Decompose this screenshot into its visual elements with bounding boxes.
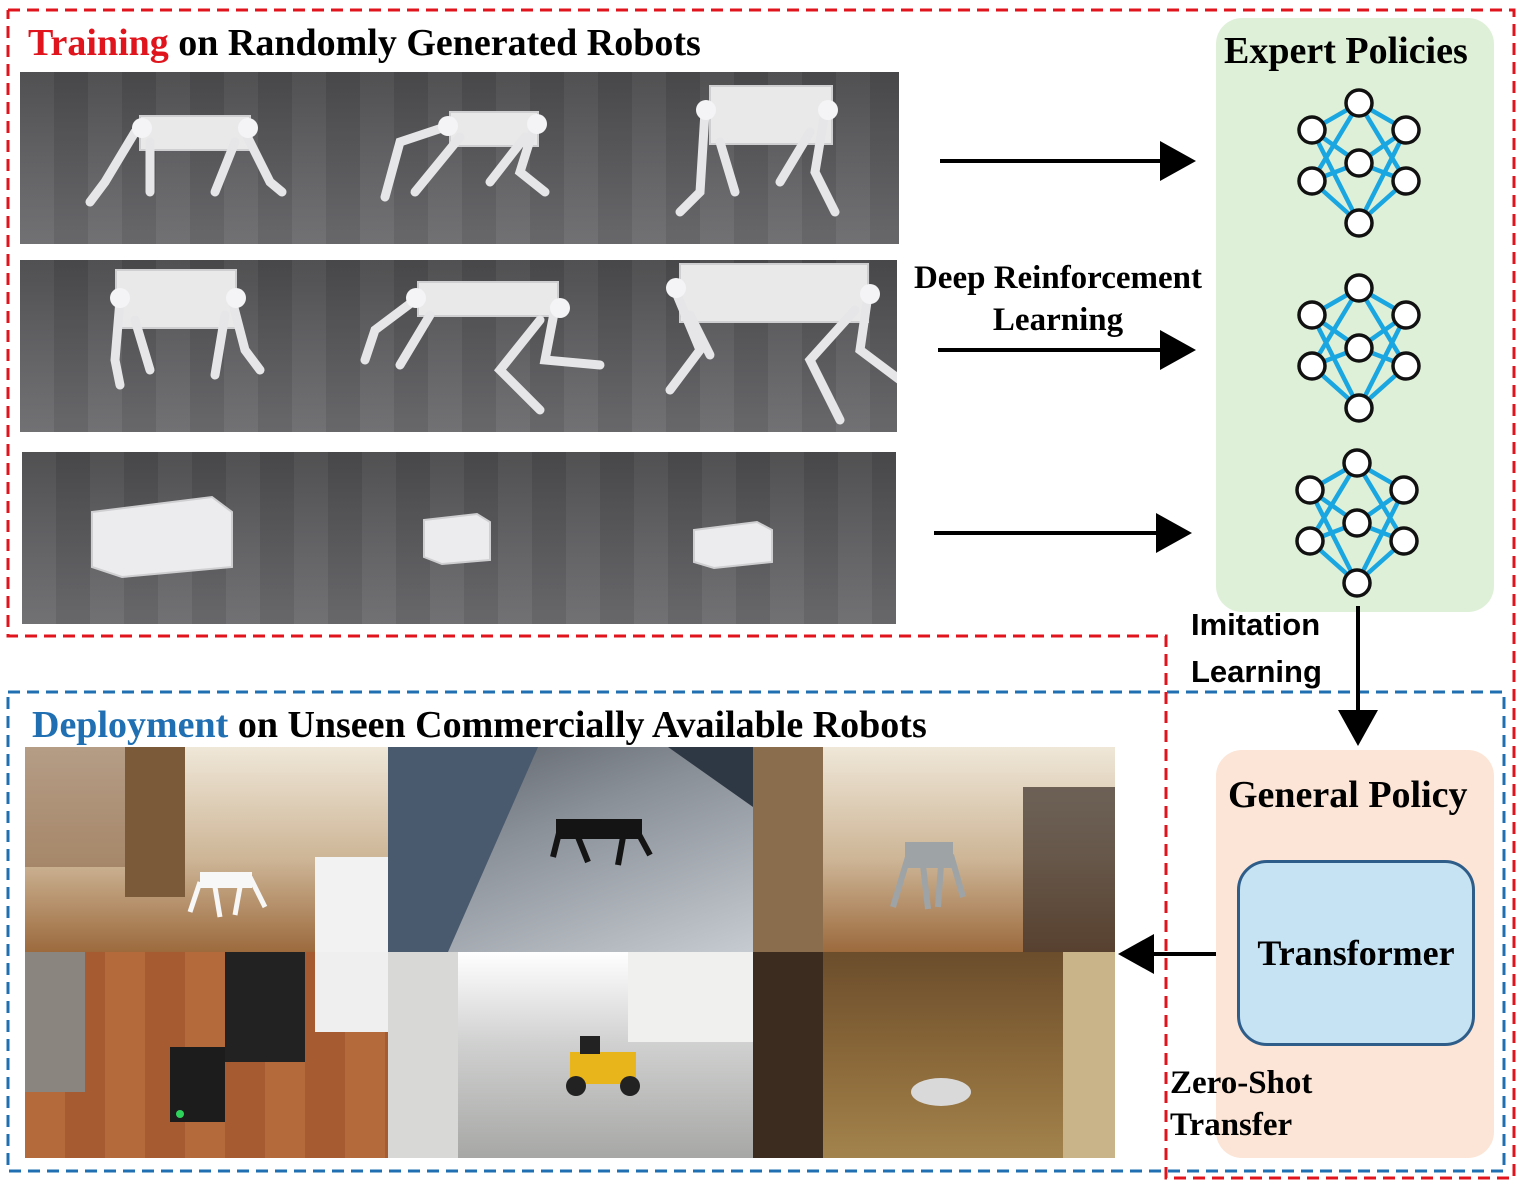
- expert-policies-label: Expert Policies: [1224, 30, 1468, 72]
- simulated-legged-robots-row-1: [85, 85, 840, 217]
- deployment-photo-6: [753, 952, 1115, 1158]
- general-policy-label: General Policy: [1228, 774, 1468, 816]
- robot-vacuum-photo: [753, 952, 1115, 1158]
- training-title: Training on Randomly Generated Robots: [28, 24, 701, 62]
- zero-shot-label-line1: Zero-Shot: [1170, 1065, 1313, 1101]
- simulated-legged-robots-row-2: [110, 263, 897, 425]
- drl-label-line2: Learning: [992, 302, 1124, 339]
- imitation-label-line1: Imitation: [1191, 607, 1321, 642]
- deployment-photo-5: [388, 952, 753, 1158]
- black-quadruped-robot-photo: [388, 747, 753, 952]
- transformer-box: Transformer: [1237, 860, 1475, 1046]
- drl-label-line1: Deep Reinforcement: [913, 260, 1203, 296]
- deployment-photo-1: [25, 747, 388, 952]
- transformer-label: Transformer: [1257, 933, 1455, 973]
- zero-shot-label-line2: Transfer: [1170, 1107, 1293, 1144]
- training-image-row-1: [20, 72, 899, 244]
- deployment-photo-4: [25, 952, 388, 1158]
- training-image-row-3: [22, 452, 896, 624]
- white-quadruped-robot-photo: [25, 747, 388, 952]
- deployment-title-rest: on Unseen Commercially Available Robots: [228, 704, 927, 746]
- deployment-photo-2: [388, 747, 753, 952]
- drl-label: Deep Reinforcement Learning: [898, 260, 1218, 339]
- deployment-title-highlight: Deployment: [32, 704, 229, 746]
- deployment-region-border: [6, 690, 1506, 1173]
- training-title-rest: on Randomly Generated Robots: [168, 22, 701, 64]
- deployment-title: Deployment on Unseen Commercially Availa…: [32, 706, 927, 744]
- training-region-border: [6, 8, 1516, 1180]
- wheeled-robot-on-brick-photo: [25, 952, 388, 1122]
- simulated-box-robots-row-3: [91, 495, 773, 579]
- training-title-highlight: Training: [28, 22, 169, 64]
- zero-shot-transfer-label: Zero-Shot Transfer: [1170, 1062, 1312, 1146]
- training-image-row-2: [20, 260, 897, 432]
- yellow-wheeled-robot-photo: [388, 952, 753, 1158]
- imitation-learning-label: Imitation Learning: [1191, 602, 1322, 695]
- gray-quadruped-robot-photo: [753, 747, 1115, 952]
- deployment-photo-3: [753, 747, 1115, 952]
- imitation-label-line2: Learning: [1191, 653, 1322, 689]
